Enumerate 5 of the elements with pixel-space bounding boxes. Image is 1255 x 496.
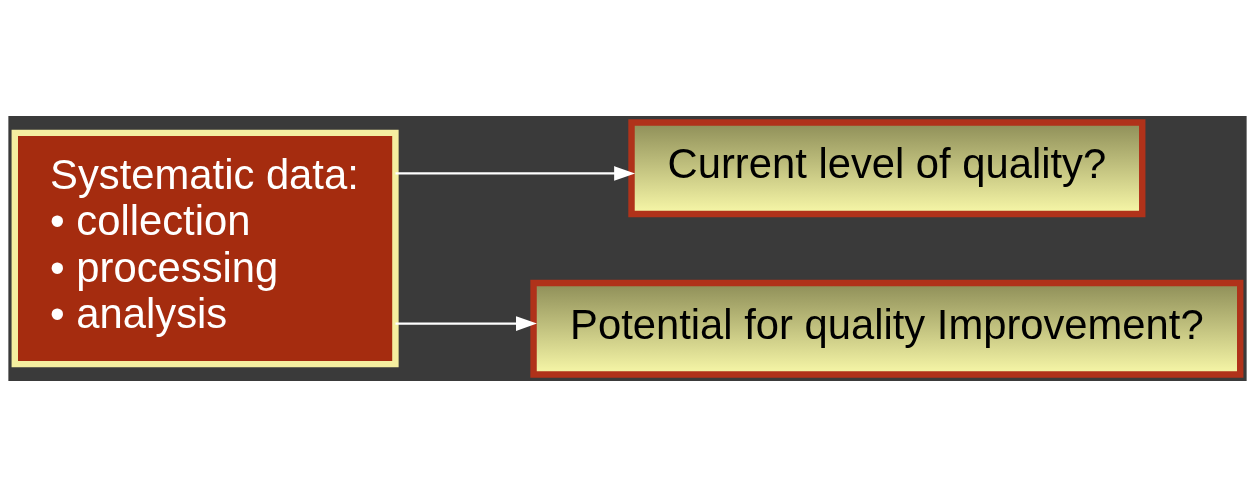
arrow	[395, 315, 537, 331]
arrow	[395, 165, 636, 181]
node-box: Current level of quality?	[628, 118, 1146, 217]
node-box: Systematic data: • collection • processing • analysis	[11, 129, 399, 367]
node-box: Potential for quality Improvement?	[530, 279, 1244, 378]
